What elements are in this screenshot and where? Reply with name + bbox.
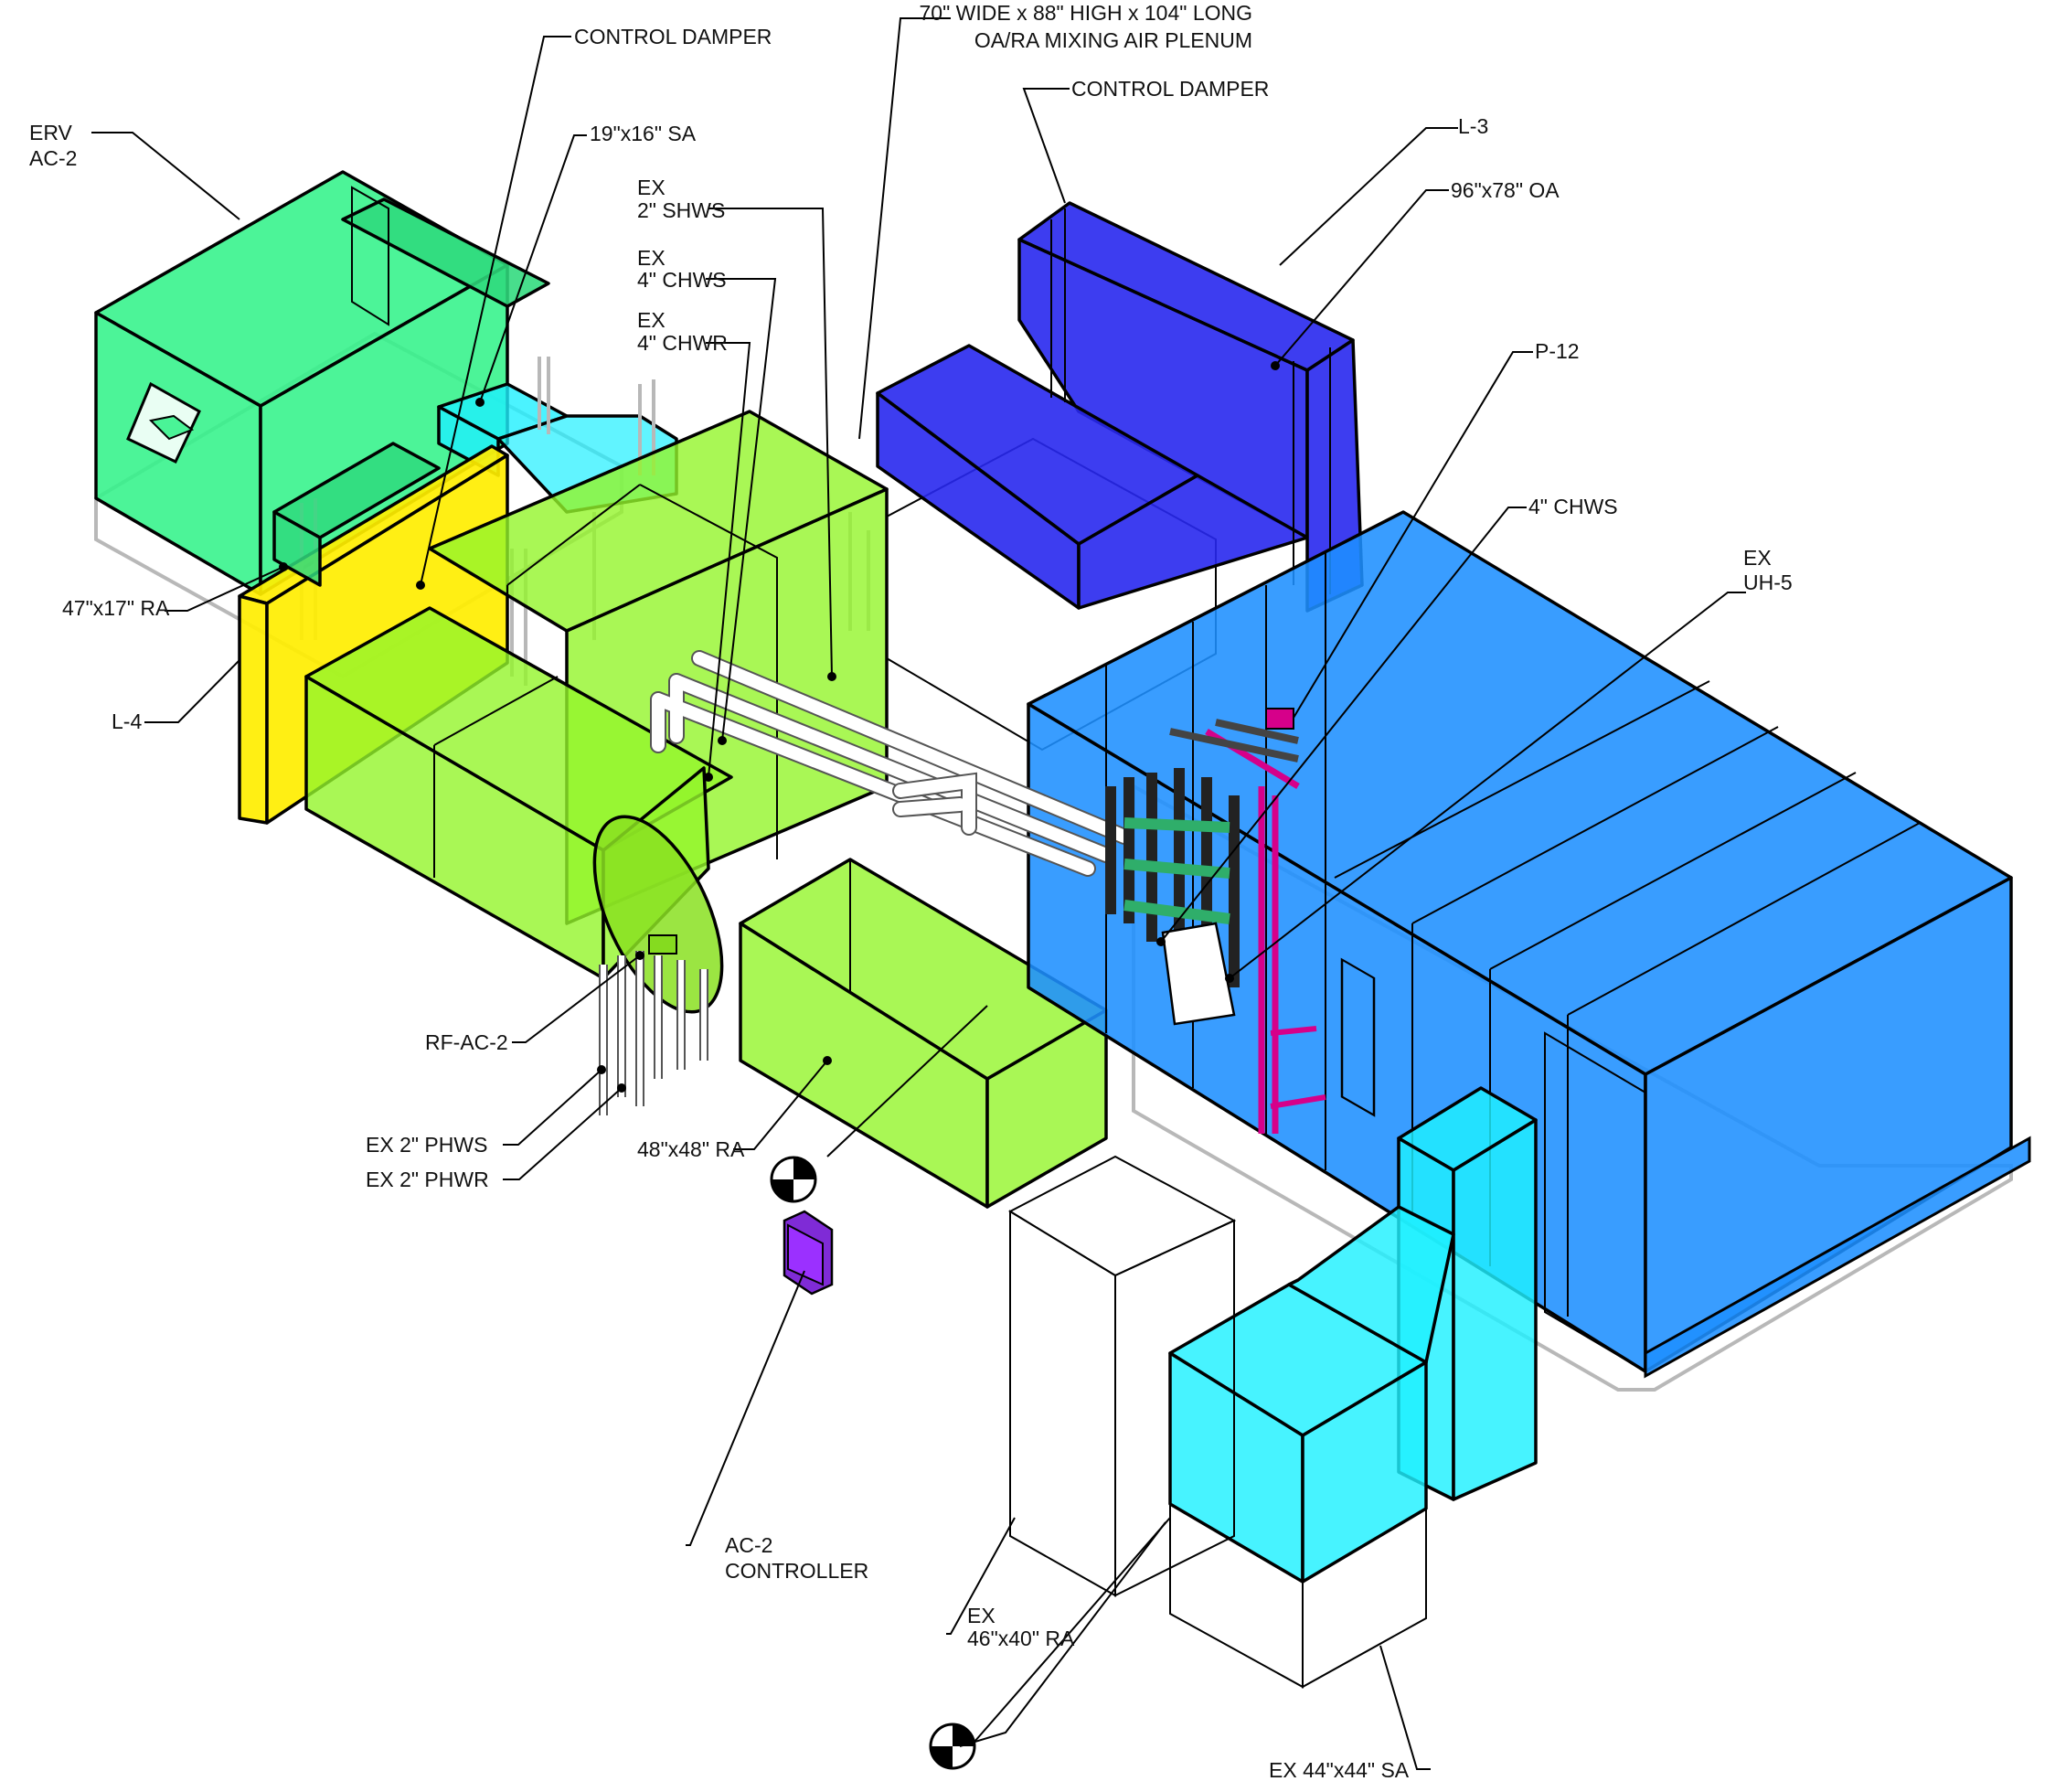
ac2-controller — [783, 1210, 834, 1296]
label-l4: L-4 — [112, 709, 142, 733]
controller-face — [787, 1223, 824, 1286]
louver-l4-edge — [238, 594, 269, 825]
erv-access-panel — [351, 186, 389, 326]
label-erv-line2: AC-2 — [29, 146, 77, 170]
erv-collar — [272, 442, 441, 587]
label-chwr-line1: EX — [637, 308, 665, 332]
label-p12: P-12 — [1535, 339, 1580, 363]
label-uh5-line2: UH-5 — [1743, 571, 1793, 594]
sa-transition — [1287, 1205, 1455, 1364]
section-marker-lower — [929, 1723, 976, 1770]
label-phws: EX 2" PHWS — [366, 1133, 487, 1157]
phws-phwr-pipes — [599, 951, 708, 1115]
label-controller-line1: AC-2 — [725, 1533, 772, 1557]
ahu-access-door — [1340, 957, 1376, 1117]
ra-46x40-riser — [1007, 1155, 1237, 1597]
label-chwr-line2: 4" CHWR — [637, 331, 728, 355]
label-chws-line2: 4" CHWS — [637, 268, 727, 292]
label-sa-19x16: 19"x16" SA — [590, 122, 697, 145]
label-chws-line1: EX — [637, 246, 665, 270]
label-mixing-plenum-line1: 70" WIDE x 88" HIGH x 104" LONG — [920, 1, 1253, 25]
label-l3: L-3 — [1458, 114, 1488, 138]
ra-48x48-end — [985, 1008, 1108, 1209]
erv-hood — [341, 197, 550, 308]
sa-riser-side — [1452, 1118, 1538, 1501]
label-rf-ac2: RF-AC-2 — [425, 1030, 508, 1054]
label-ra-46x40-line2: 46"x40" RA — [967, 1627, 1075, 1650]
leader-dots — [279, 361, 1280, 1093]
label-sa-44x44: EX 44"x44" SA — [1269, 1758, 1410, 1782]
ra-riser-side — [1114, 1219, 1235, 1597]
label-ra-46x40-line1: EX — [967, 1604, 996, 1627]
callout-labels: CONTROL DAMPER 70" WIDE x 88" HIGH x 104… — [29, 1, 1793, 1782]
collar-side — [272, 510, 322, 587]
label-control-damper-1: CONTROL DAMPER — [574, 25, 772, 48]
sa-44x44-riser-below — [1169, 1502, 1427, 1689]
pump-valve-cluster — [1105, 708, 1326, 1134]
label-mixing-plenum-line2: OA/RA MIXING AIR PLENUM — [974, 28, 1252, 52]
sa-riser-below-side — [1302, 1507, 1427, 1689]
label-controller-line2: CONTROLLER — [725, 1559, 868, 1583]
label-phwr: EX 2" PHWR — [366, 1168, 489, 1191]
chilled-water-piping — [650, 650, 1133, 877]
label-ra-47x17: 47"x17" RA — [62, 596, 170, 620]
label-control-damper-2: CONTROL DAMPER — [1071, 77, 1269, 101]
label-erv-line1: ERV — [29, 121, 73, 144]
section-marker-upper — [770, 1156, 817, 1203]
label-chws-4: 4" CHWS — [1528, 495, 1618, 518]
ahu-base-rail — [1644, 1136, 2031, 1379]
p12-pump-body — [1265, 708, 1294, 730]
label-uh5-line1: EX — [1743, 546, 1772, 570]
ra-riser-front — [1009, 1210, 1116, 1597]
erv-opening-inner — [148, 414, 195, 441]
sa-44x44-duct — [1168, 1086, 1538, 1584]
rf-ac2-motor — [648, 934, 677, 955]
label-shws-line2: 2" SHWS — [637, 198, 725, 222]
label-oa-96x78: 96"x78" OA — [1451, 178, 1560, 202]
uh5-unit-heater — [1161, 922, 1236, 1026]
erv-ac2-unit — [94, 170, 550, 596]
label-shws-line1: EX — [637, 176, 665, 199]
leader-lines — [91, 17, 1746, 1770]
label-ra-48x48: 48"x48" RA — [637, 1137, 745, 1161]
outside-air-duct — [876, 201, 1364, 613]
